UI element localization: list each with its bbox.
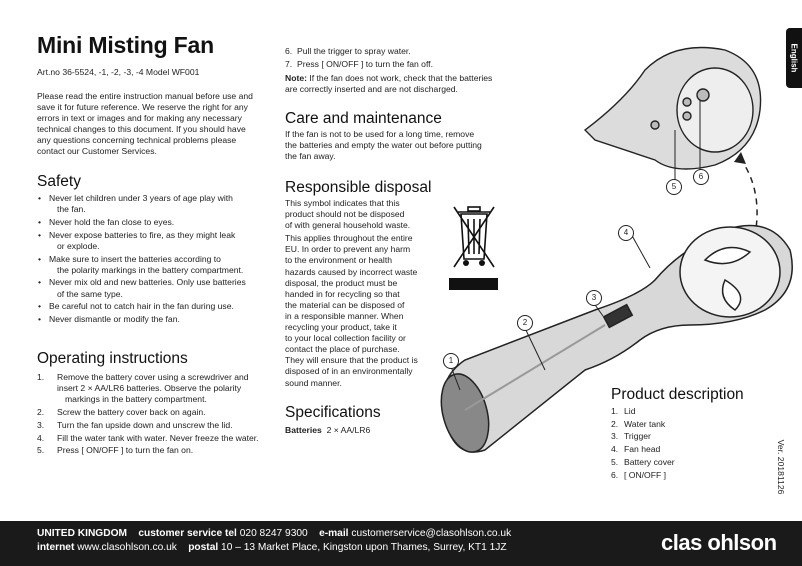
footer: UNITED KINGDOM customer service tel 020 … <box>0 521 802 566</box>
specs-heading: Specifications <box>285 404 381 421</box>
list-item: 4.Fan head <box>611 444 661 455</box>
email-link[interactable]: customerservice@clasohlson.co.uk <box>351 528 512 539</box>
weee-crossed-bin-icon <box>449 206 498 290</box>
note: Note: If the fan does not work, check th… <box>285 73 493 95</box>
list-item: 5.Battery cover <box>611 456 675 467</box>
list-item: Never dismantle or modify the fan. <box>37 314 282 325</box>
care-text: If the fan is not to be used for a long … <box>285 129 482 162</box>
intro-text: Please read the entire instruction manua… <box>37 91 253 157</box>
disposal-text: This symbol indicates that this product … <box>285 198 418 388</box>
list-item: 3.Turn the fan upside down and unscrew t… <box>37 419 233 430</box>
list-item: 2.Water tank <box>611 418 666 429</box>
list-item: 1.Remove the battery cover using a screw… <box>37 372 249 405</box>
disposal-heading: Responsible disposal <box>285 179 432 196</box>
version-label: Ver. 20181126 <box>776 439 786 495</box>
website-link[interactable]: www.clasohlson.co.uk <box>77 542 177 553</box>
list-item: Never mix old and new batteries. Only us… <box>37 277 282 299</box>
safety-list: Never let children under 3 years of age … <box>37 193 282 327</box>
product-list: 1.Lid 2.Water tank 3.Trigger 4.Fan head … <box>611 406 751 482</box>
callout-5: 5 <box>666 179 682 195</box>
list-item: Never let children under 3 years of age … <box>37 193 282 215</box>
safety-heading: Safety <box>37 173 81 190</box>
list-item: Never hold the fan close to eyes. <box>37 217 282 228</box>
list-item: 1.Lid <box>611 406 636 416</box>
list-item: 3.Trigger <box>611 431 651 442</box>
operating-heading: Operating instructions <box>37 350 188 367</box>
model-info: Art.no 36-5524, -1, -2, -3, -4 Model WF0… <box>37 67 200 77</box>
callout-3: 3 <box>586 290 602 306</box>
language-tab: English <box>786 28 802 88</box>
callout-2: 2 <box>517 315 533 331</box>
product-heading: Product description <box>611 386 744 403</box>
callout-1: 1 <box>443 353 459 369</box>
list-item: 6.Pull the trigger to spray water. <box>285 46 411 56</box>
page-title: Mini Misting Fan <box>37 32 214 58</box>
list-item: 5.Press [ ON/OFF ] to turn the fan on. <box>37 445 194 456</box>
footer-line-address: internet www.clasohlson.co.uk postal 10 … <box>37 542 507 553</box>
list-item: 7.Press [ ON/OFF ] to turn the fan off. <box>285 58 433 69</box>
list-item: 6.[ ON/OFF ] <box>611 469 667 480</box>
list-item: Make sure to insert the batteries accord… <box>37 254 282 276</box>
list-item: Never expose batteries to fire, as they … <box>37 230 282 252</box>
list-item: Be careful not to catch hair in the fan … <box>37 301 282 312</box>
operating-steps-continued: 6.Pull the trigger to spray water. 7.Pre… <box>285 46 525 71</box>
fan-illustration <box>440 46 793 453</box>
specs-row: Batteries 2 × AA/LR6 <box>285 425 371 435</box>
callout-6: 6 <box>693 169 709 185</box>
rotate-arrow-icon <box>739 157 758 236</box>
operating-steps: 1.Remove the battery cover using a screw… <box>37 372 282 458</box>
callout-4: 4 <box>618 225 634 241</box>
care-heading: Care and maintenance <box>285 110 442 127</box>
brand-logo: clas ohlson <box>661 530 777 555</box>
list-item: 2.Screw the battery cover back on again. <box>37 407 206 418</box>
list-item: 4.Fill the water tank with water. Never … <box>37 432 259 443</box>
footer-line-contact: UNITED KINGDOM customer service tel 020 … <box>37 528 512 539</box>
